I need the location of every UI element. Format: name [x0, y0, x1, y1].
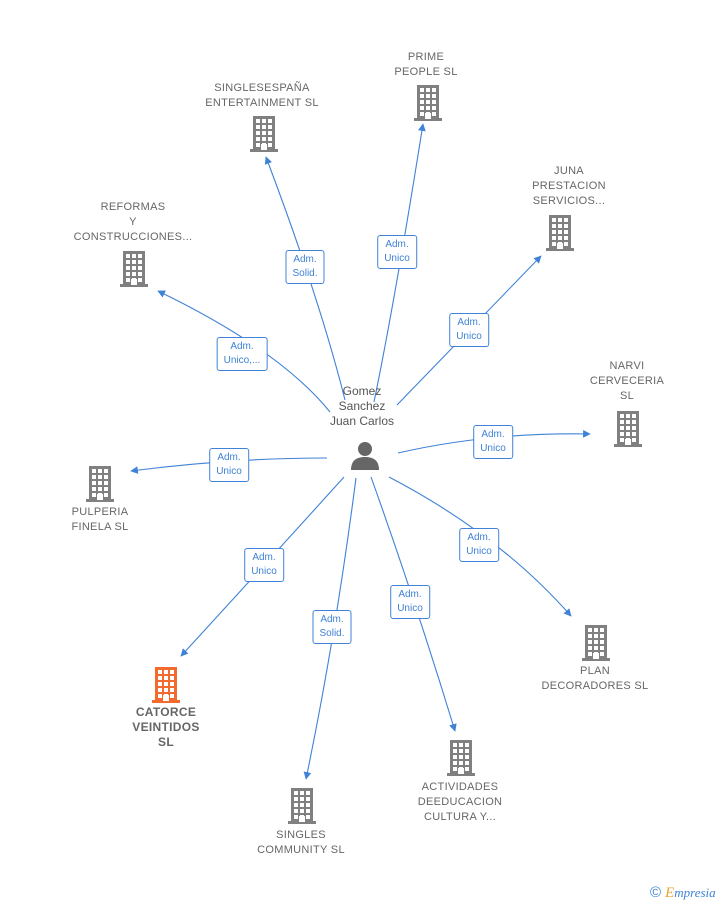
person-name-line-3: Juan Carlos [329, 414, 395, 428]
role-badge-catorce: Adm. Unico [244, 548, 284, 582]
building-icon[interactable] [444, 737, 478, 777]
company-label-line: CONSTRUCCIONES... [73, 231, 193, 243]
role-badge-line: Adm. [467, 532, 491, 543]
role-badge-line: Adm. [252, 552, 276, 563]
brand-initial: E [665, 885, 675, 901]
company-label-line: REFORMAS [100, 201, 166, 213]
building-icon[interactable] [83, 463, 117, 503]
building-icon[interactable] [149, 664, 183, 704]
company-label-line: SINGLES [276, 829, 326, 841]
role-badge-singlesespana: Adm. Solid. [285, 250, 325, 284]
company-label-prime[interactable]: PRIME PEOPLE SL [394, 50, 457, 80]
role-badge-line: Unico [251, 566, 277, 577]
company-label-line: SL [158, 735, 174, 749]
edge-singlesespana [264, 156, 346, 401]
empresia-logo[interactable]: ©Empresia [650, 884, 716, 902]
copyright-icon: © [650, 884, 662, 901]
company-label-reformas[interactable]: REFORMAS Y CONSTRUCCIONES... [74, 200, 193, 245]
brand-rest: mpresia [674, 885, 716, 900]
company-label-actividades[interactable]: ACTIVIDADES DEEDUCACION CULTURA Y... [418, 780, 503, 825]
company-label-line: PEOPLE SL [394, 66, 458, 78]
company-label-line: CULTURA Y... [423, 811, 497, 823]
role-badge-line: Adm. [230, 341, 254, 352]
company-label-line: VEINTIDOS [132, 720, 200, 734]
role-badge-line: Adm. [457, 317, 481, 328]
role-badge-line: Unico [480, 443, 506, 454]
company-label-line: SL [619, 390, 635, 402]
company-label-juna[interactable]: JUNA PRESTACION SERVICIOS... [532, 164, 606, 209]
role-badge-line: Unico,... [223, 355, 261, 366]
role-badge-line: Adm. [320, 614, 344, 625]
role-badge-actividades: Adm. Unico [390, 585, 430, 619]
role-badge-line: Unico [456, 331, 482, 342]
role-badge-prime: Adm. Unico [377, 235, 417, 269]
building-icon[interactable] [411, 82, 445, 122]
role-badge-line: Adm. [217, 452, 241, 463]
role-badge-line: Solid. [292, 268, 318, 279]
company-label-line: ACTIVIDADES [421, 781, 499, 793]
company-label-line: COMMUNITY SL [257, 844, 345, 856]
company-label-line: DECORADORES SL [541, 680, 649, 692]
edge-prime [373, 123, 426, 403]
role-badge-line: Unico [216, 466, 242, 477]
company-label-singlesespana[interactable]: SINGLESESPAÑA ENTERTAINMENT SL [205, 81, 319, 111]
person-name[interactable]: Gomez Sanchez Juan Carlos [330, 384, 394, 429]
company-label-line: ENTERTAINMENT SL [205, 97, 319, 109]
building-icon[interactable] [285, 785, 319, 825]
building-icon[interactable] [247, 113, 281, 153]
role-badge-line: Adm. [398, 589, 422, 600]
role-badge-line: Unico [397, 603, 423, 614]
role-badge-plan: Adm. Unico [459, 528, 499, 562]
role-badge-narvi: Adm. Unico [473, 425, 513, 459]
person-name-line-2: Sanchez [338, 399, 386, 413]
person-icon[interactable] [349, 440, 381, 472]
company-label-line: PULPERIA [71, 506, 129, 518]
role-badge-juna: Adm. Unico [449, 313, 489, 347]
company-label-line: SINGLESESPAÑA [214, 82, 310, 94]
role-badge-line: Solid. [319, 628, 345, 639]
company-label-line: PRESTACION [532, 180, 606, 192]
company-label-line: JUNA [554, 165, 584, 177]
company-label-line: CERVECERIA [589, 375, 665, 387]
company-label-line: DEEDUCACION [417, 796, 503, 808]
company-label-line: CATORCE [135, 705, 197, 719]
role-badge-reformas: Adm. Unico,... [216, 337, 268, 371]
person-name-line-1: Gomez [342, 384, 382, 398]
role-badge-line: Adm. [385, 239, 409, 250]
building-icon[interactable] [579, 622, 613, 662]
role-badge-line: Adm. [481, 429, 505, 440]
company-label-line: FINELA SL [71, 521, 129, 533]
role-badge-pulperia: Adm. Unico [209, 448, 249, 482]
company-label-plan[interactable]: PLAN DECORADORES SL [542, 664, 649, 694]
company-label-narvi[interactable]: NARVI CERVECERIA SL [590, 359, 664, 404]
role-badge-line: Adm. [293, 254, 317, 265]
building-icon[interactable] [543, 212, 577, 252]
company-label-line: NARVI [609, 360, 645, 372]
company-label-singles[interactable]: SINGLES COMMUNITY SL [257, 828, 345, 858]
building-icon[interactable] [117, 248, 151, 288]
company-label-line: PLAN [580, 665, 610, 677]
role-badge-line: Unico [384, 253, 410, 264]
company-label-pulperia[interactable]: PULPERIA FINELA SL [71, 505, 128, 535]
role-badge-line: Unico [466, 546, 492, 557]
company-label-line: PRIME [407, 51, 445, 63]
building-icon[interactable] [611, 408, 645, 448]
role-badge-singles: Adm. Solid. [312, 610, 352, 644]
company-label-line: SERVICIOS... [532, 195, 606, 207]
company-label-line: Y [129, 216, 137, 228]
